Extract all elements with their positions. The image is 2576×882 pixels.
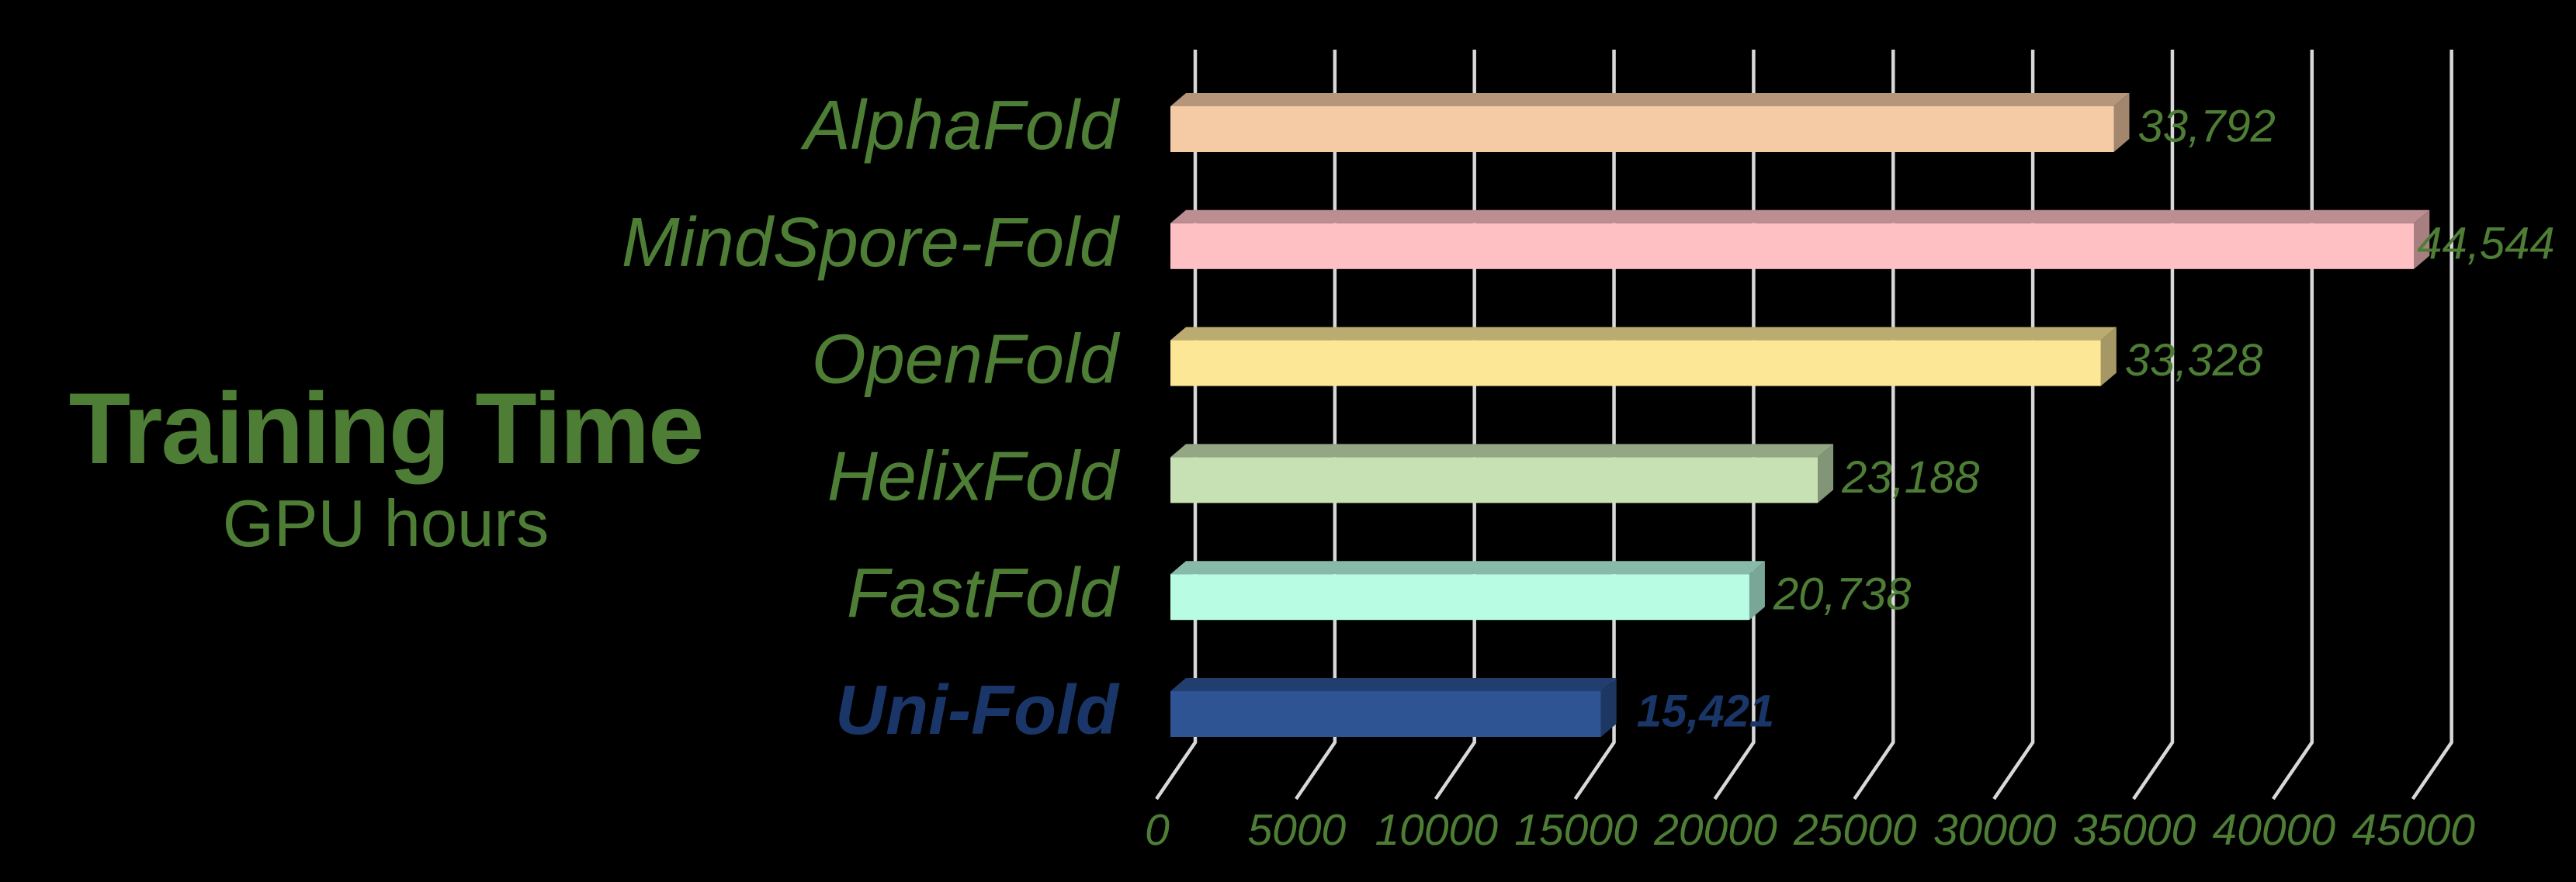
gridline-25000 <box>1853 50 1895 801</box>
gridline-45000 <box>2411 50 2453 801</box>
gridline-20000 <box>1713 50 1756 801</box>
category-label-uni-fold: Uni-Fold <box>835 672 1120 749</box>
value-label-mindspore-fold: 44,544 <box>2417 218 2554 268</box>
x-tick-label-5000: 5000 <box>1247 805 1346 855</box>
bar-alphafold <box>1170 93 2130 152</box>
category-label-openfold: OpenFold <box>812 321 1121 399</box>
bar-side-face-mindspore-fold <box>2414 209 2430 269</box>
gridline-40000 <box>2271 50 2314 801</box>
x-tick-label-40000: 40000 <box>2213 805 2336 855</box>
bar-side-face-uni-fold <box>1600 678 1617 737</box>
bar-side-face-alphafold <box>2113 93 2130 152</box>
bar-side-face-fastfold <box>1749 561 1765 621</box>
category-label-mindspore-fold: MindSpore-Fold <box>622 204 1121 282</box>
gridline-30000 <box>1992 50 2035 801</box>
bar-top-face-fastfold <box>1170 561 1765 575</box>
bar-front-face-helixfold <box>1170 457 1818 503</box>
x-tick-label-0: 0 <box>1145 805 1170 855</box>
bar-uni-fold <box>1170 678 1617 737</box>
gridlines-group <box>1155 50 2453 801</box>
bar-top-face-uni-fold <box>1170 678 1617 691</box>
value-label-openfold: 33,328 <box>2125 335 2262 386</box>
bar-front-face-mindspore-fold <box>1170 223 2415 269</box>
x-tick-label-10000: 10000 <box>1375 805 1498 855</box>
x-tick-label-15000: 15000 <box>1514 805 1638 855</box>
value-label-alphafold: 33,792 <box>2137 102 2275 152</box>
category-label-alphafold: AlphaFold <box>800 87 1121 164</box>
x-tick-label-45000: 45000 <box>2352 805 2475 855</box>
bar-top-face-openfold <box>1170 327 2117 341</box>
bar-side-face-helixfold <box>1818 444 1834 503</box>
bar-front-face-uni-fold <box>1170 691 1601 737</box>
bar-fastfold <box>1170 561 1765 621</box>
value-label-fastfold: 20,738 <box>1773 569 1911 620</box>
gridline-10000 <box>1434 50 1476 801</box>
bars-group <box>1170 93 2430 737</box>
gridline-15000 <box>1573 50 1616 801</box>
bar-front-face-openfold <box>1170 340 2101 386</box>
bar-mindspore-fold <box>1170 209 2430 269</box>
x-tick-label-20000: 20000 <box>1653 805 1777 855</box>
x-tick-label-35000: 35000 <box>2073 805 2196 855</box>
bar-front-face-fastfold <box>1170 574 1749 621</box>
category-label-fastfold: FastFold <box>847 555 1121 632</box>
bar-openfold <box>1170 327 2117 386</box>
gridline-0 <box>1155 50 1198 801</box>
x-tick-label-30000: 30000 <box>1933 805 2057 855</box>
bar-front-face-alphafold <box>1170 106 2114 152</box>
gridline-5000 <box>1294 50 1337 801</box>
bar-top-face-helixfold <box>1170 444 1834 458</box>
x-tick-label-25000: 25000 <box>1793 805 1917 855</box>
category-label-helixfold: HelixFold <box>827 438 1121 515</box>
value-label-uni-fold: 15,421 <box>1637 687 1774 737</box>
value-label-helixfold: 23,188 <box>1841 452 1979 503</box>
bar-helixfold <box>1170 444 1834 503</box>
bar-top-face-mindspore-fold <box>1170 209 2430 223</box>
bar-top-face-alphafold <box>1170 93 2130 106</box>
x-axis-tick-labels: 0 5000 10000 15000 20000 25000 30000 35000 40000… <box>1145 805 2475 855</box>
bar-side-face-openfold <box>2100 327 2117 386</box>
gridline-35000 <box>2132 50 2175 801</box>
